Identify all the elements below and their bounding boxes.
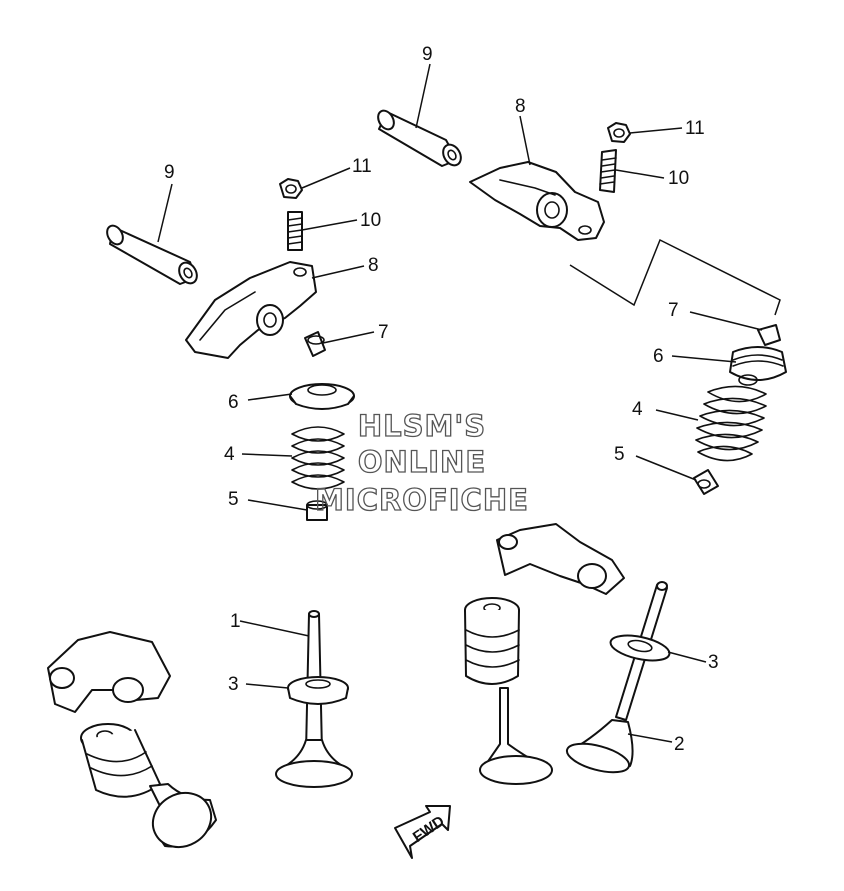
callout-3-right: 3: [708, 652, 719, 673]
forward-direction-arrow: FWD: [394, 805, 451, 859]
assembled-rocker-left: [47, 631, 171, 713]
callout-5-left: 5: [228, 489, 239, 510]
callout-7-left: 7: [378, 322, 389, 343]
adjusting-screw-part-10-right: [599, 149, 617, 193]
watermark-line-1: HLSM'S: [358, 409, 486, 443]
bracket-line: [569, 238, 781, 316]
valve-stem-seal-part-5-left: [306, 500, 328, 521]
valve-spring-seat-part-3-left: [287, 676, 349, 705]
callout-6-left: 6: [228, 392, 239, 413]
callout-2: 2: [674, 734, 685, 755]
callout-1: 1: [230, 611, 241, 632]
rocker-shaft-part-9-left: [106, 224, 198, 285]
callout-9-left: 9: [164, 162, 175, 183]
callout-11-right: 11: [685, 118, 705, 139]
spring-retainer-part-6-right: [729, 346, 787, 386]
watermark-line-3: MICROFICHE: [315, 483, 529, 517]
callout-4-right: 4: [632, 399, 643, 420]
valve-cotter-part-7-right: [757, 324, 781, 346]
callout-10-right: 10: [668, 168, 689, 189]
leader-lines: [157, 63, 763, 743]
valve-cotter-part-7-left: [304, 331, 326, 357]
assembled-rocker-right: [496, 523, 625, 595]
locknut-part-11-left: [279, 178, 303, 199]
valve-spring-part-4-right: [695, 385, 767, 462]
callout-8-right: 8: [515, 96, 526, 117]
exhaust-valve-part-2: [565, 581, 668, 774]
callout-10-left: 10: [360, 210, 381, 231]
rocker-arm-part-8-right: [469, 161, 605, 241]
callout-7-right: 7: [668, 300, 679, 321]
valve-stem-seal-part-5-right: [693, 469, 719, 495]
callout-9-right: 9: [422, 44, 433, 65]
callout-5-right: 5: [614, 444, 625, 465]
rocker-shaft-part-9-right: [377, 109, 462, 167]
rocker-arm-part-8-left: [185, 261, 317, 359]
watermark: HLSM'S ONLINE MICROFICHE: [314, 408, 529, 517]
assembled-valve-spring-left: [80, 723, 217, 849]
locknut-part-11-right: [607, 122, 631, 143]
assembled-valve-spring-right: [464, 597, 553, 785]
spring-retainer-part-6-left: [289, 383, 355, 410]
watermark-line-2: ONLINE: [358, 445, 486, 479]
callout-4-left: 4: [224, 444, 235, 465]
callout-3-left: 3: [228, 674, 239, 695]
callout-numbers: 9 8 11 10 9 11 10 8 7 6 4 5 7 6 4 5 1 3 …: [164, 44, 719, 755]
adjusting-screw-part-10-left: [287, 211, 303, 251]
valve-spring-part-4-left: [291, 426, 345, 490]
callout-11-left: 11: [352, 156, 372, 177]
callout-6-right: 6: [653, 346, 664, 367]
callout-8-left: 8: [368, 255, 379, 276]
valve-spring-seat-part-3-right: [609, 634, 671, 662]
